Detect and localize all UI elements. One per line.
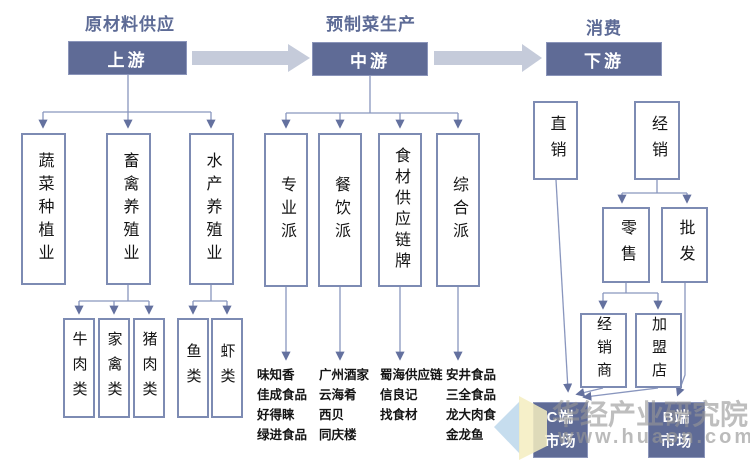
company-item: 佳成食品 <box>257 388 308 402</box>
upstream-livestock-poultry-label: 畜禽养殖业 <box>120 151 138 267</box>
fish-category-box: 鱼类 <box>177 318 209 418</box>
beef-category-label: 牛肉类 <box>70 330 88 406</box>
retail-label: 零售 <box>618 219 635 271</box>
company-item: 好得睐 <box>257 408 295 422</box>
company-item: 信良记 <box>380 388 418 402</box>
b-end-market-line2: 市场 <box>660 433 693 450</box>
company-item: 绿进食品 <box>257 428 308 442</box>
midstream-comprehensive-label: 综合派 <box>450 175 467 245</box>
upstream-vegetable-planting-label: 蔬菜种植业 <box>35 151 53 267</box>
pork-category-label: 猪肉类 <box>140 330 158 406</box>
company-list-ingredient-supplychain: 蜀海供应链 信良记 找食材 <box>380 365 443 425</box>
midstream-ingredient-supplychain-box: 食材供应链牌 <box>378 133 422 287</box>
midstream-catering-label: 餐饮派 <box>332 175 349 245</box>
upstream-livestock-poultry-box: 畜禽养殖业 <box>106 133 151 285</box>
direct-sales-label: 直销 <box>547 114 565 167</box>
midstream-specialist-label: 专业派 <box>278 175 295 245</box>
header-consumption: 消费 <box>586 19 622 38</box>
c-end-market-line2: 市场 <box>544 433 577 450</box>
company-item: 西贝 <box>319 408 345 422</box>
upstream-vegetable-planting-box: 蔬菜种植业 <box>21 133 66 285</box>
direct-sales-box: 直销 <box>533 101 578 180</box>
upstream-aquaculture-label: 水产养殖业 <box>203 151 221 267</box>
flow-arrow-midstream-to-downstream <box>434 44 542 72</box>
midstream-ingredient-supplychain-label: 食材供应链牌 <box>392 147 409 273</box>
pork-category-box: 猪肉类 <box>133 318 165 418</box>
wholesale-box: 批发 <box>661 207 708 283</box>
b-end-market-box: B端 市场 <box>648 402 705 458</box>
company-item: 三全食品 <box>446 388 497 402</box>
b-end-market-line1: B端 <box>662 409 691 426</box>
beef-category-box: 牛肉类 <box>63 318 95 418</box>
distribution-box: 经销 <box>634 101 680 180</box>
midstream-comprehensive-box: 综合派 <box>436 133 480 287</box>
company-item: 龙大肉食 <box>446 408 497 422</box>
company-list-comprehensive: 安井食品 三全食品 龙大肉食 金龙鱼 <box>446 365 496 445</box>
fish-category-label: 鱼类 <box>184 343 202 393</box>
stage-upstream: 上游 <box>68 41 187 75</box>
retail-box: 零售 <box>602 207 650 283</box>
flow-arrow-upstream-to-midstream <box>192 44 310 72</box>
upstream-aquaculture-box: 水产养殖业 <box>189 133 234 285</box>
company-item: 找食材 <box>380 408 418 422</box>
stage-midstream: 中游 <box>312 42 428 76</box>
shrimp-category-box: 虾类 <box>211 318 243 418</box>
franchise-store-box: 加盟店 <box>635 313 682 388</box>
wholesale-label: 批发 <box>676 219 694 271</box>
franchise-store-label: 加盟店 <box>650 316 667 385</box>
header-raw-material-supply: 原材料供应 <box>85 15 175 34</box>
company-item: 金龙鱼 <box>446 428 484 442</box>
distributor-label: 经销商 <box>595 316 612 385</box>
distributor-box: 经销商 <box>580 313 627 388</box>
midstream-catering-box: 餐饮派 <box>318 133 362 287</box>
company-item: 云海肴 <box>319 388 357 402</box>
distribution-label: 经销 <box>649 114 666 167</box>
c-end-market-box: C端 市场 <box>533 402 588 458</box>
company-item: 味知香 <box>257 368 295 382</box>
poultry-category-box: 家禽类 <box>98 318 130 418</box>
midstream-specialist-box: 专业派 <box>264 133 308 287</box>
company-item: 蜀海供应链 <box>380 368 443 382</box>
poultry-category-label: 家禽类 <box>105 330 123 406</box>
company-list-specialist: 味知香 佳成食品 好得睐 绿进食品 <box>257 365 307 445</box>
company-item: 同庆楼 <box>319 428 357 442</box>
company-item: 广州酒家 <box>319 368 370 382</box>
company-item: 安井食品 <box>446 368 497 382</box>
shrimp-category-label: 虾类 <box>218 343 236 393</box>
stage-downstream: 下游 <box>546 42 662 76</box>
header-prepared-dish-production: 预制菜生产 <box>326 15 416 34</box>
c-end-market-line1: C端 <box>546 409 575 426</box>
company-list-catering: 广州酒家 云海肴 西贝 同庆楼 <box>319 365 369 445</box>
